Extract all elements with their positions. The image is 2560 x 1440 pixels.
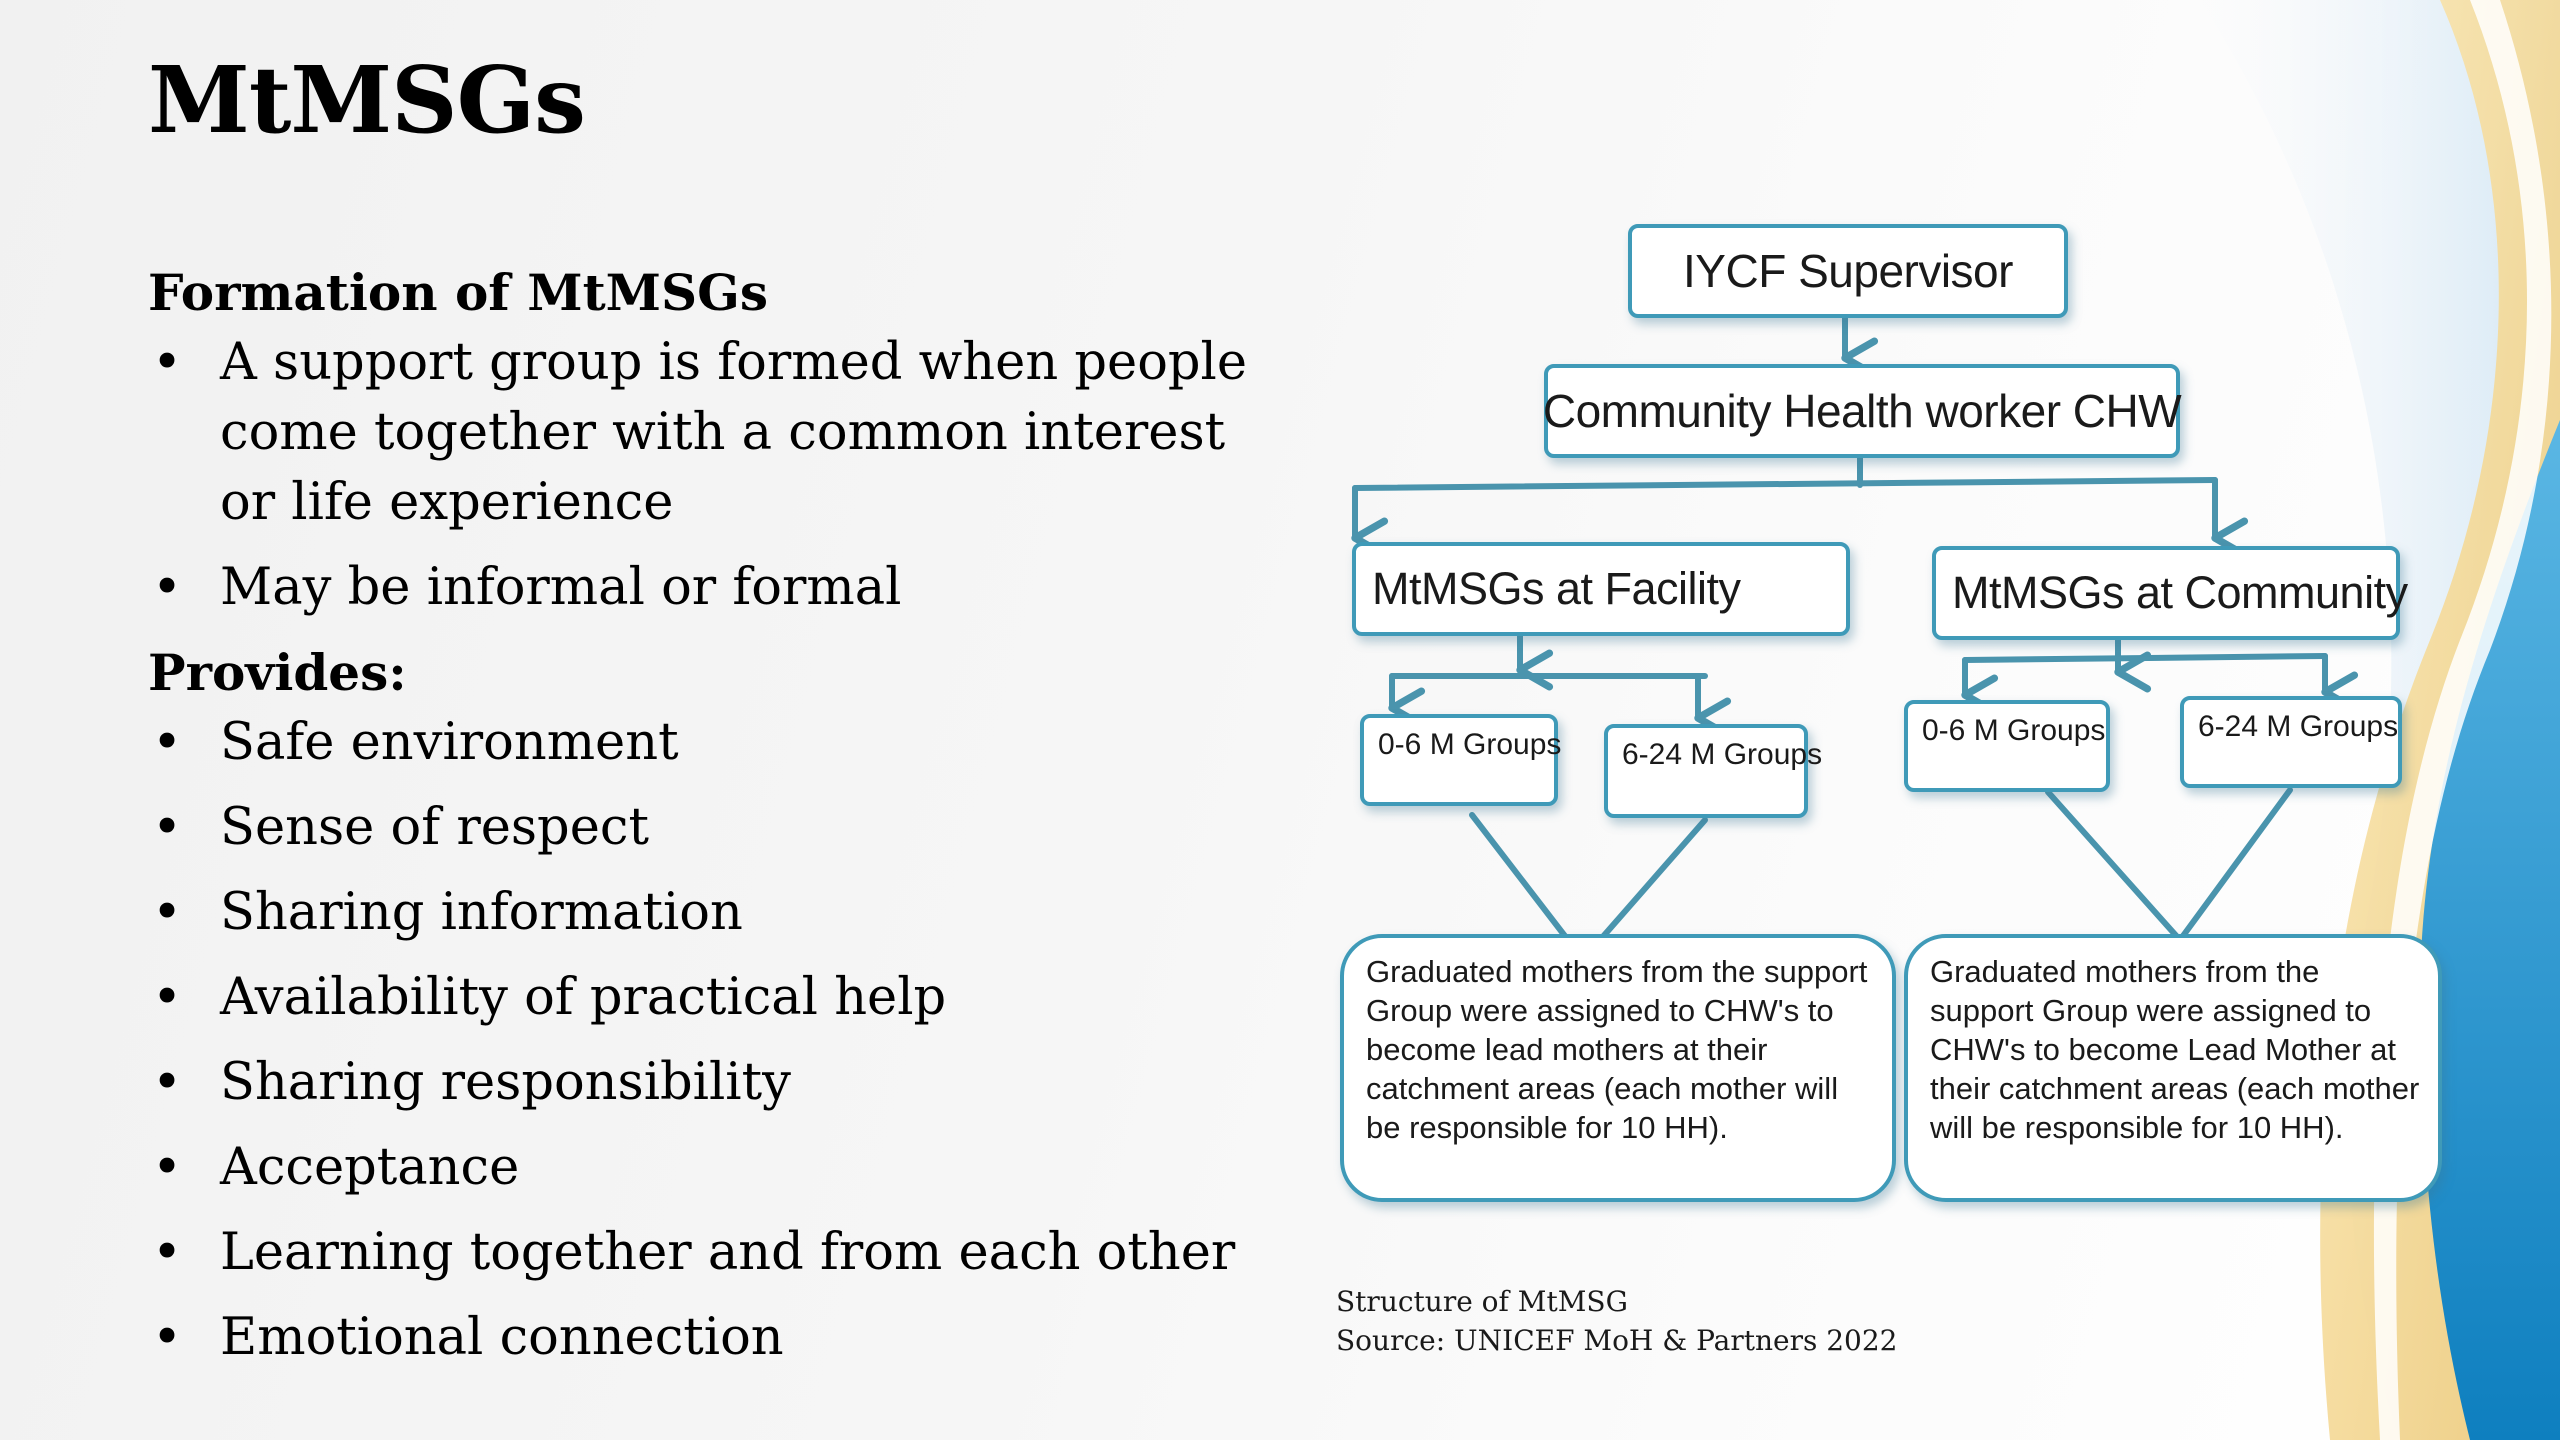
wave-white-streak xyxy=(2373,0,2552,1440)
connector-community-0-6-to-note xyxy=(2045,789,2183,943)
community-label: MtMSGs at Community xyxy=(1952,567,2408,618)
bullet-text: Sharing responsibility xyxy=(220,1053,791,1112)
bullet-item: • Sense of respect xyxy=(148,793,1288,863)
facility-label: MtMSGs at Facility xyxy=(1372,563,1741,614)
facility-0-6-group-box: 0-6 M Groups xyxy=(1360,714,1562,806)
facility-6-24-group-label: 6-24 M Groups xyxy=(1622,738,1823,771)
section-heading-provides: Provides: xyxy=(148,643,407,702)
bullet-dot-icon: • xyxy=(152,558,183,617)
diagram-caption: Structure of MtMSG Source: UNICEF MoH & … xyxy=(1336,1282,1898,1360)
bullet-item: • Safe environment xyxy=(148,708,1288,778)
bullet-text: Sharing information xyxy=(220,883,743,942)
bullet-dot-icon: • xyxy=(152,1053,183,1112)
connector-community-bar xyxy=(1962,653,2328,663)
facility-note-text: Graduated mothers from the support Group… xyxy=(1366,954,1868,1145)
connector-community-6-24-to-note xyxy=(2177,787,2293,943)
bullet-item: • Learning together and from each other xyxy=(148,1218,1288,1288)
bullet-item: • Acceptance xyxy=(148,1133,1288,1203)
bullet-item: • Emotional connection xyxy=(148,1303,1288,1373)
iycf-supervisor-box: IYCF Supervisor xyxy=(1628,224,2068,318)
bullet-dot-icon: • xyxy=(152,333,183,392)
facility-note-box: Graduated mothers from the support Group… xyxy=(1340,934,1896,1202)
chw-box: Community Health worker CHW xyxy=(1542,364,2182,458)
community-6-24-group-label: 6-24 M Groups xyxy=(2198,710,2399,743)
bullet-dot-icon: • xyxy=(152,713,183,772)
bullet-dot-icon: • xyxy=(152,968,183,1027)
provides-bullet-list: • Safe environment • Sense of respect • Sha… xyxy=(148,708,1288,1373)
bullet-text: Safe environment xyxy=(220,713,679,772)
bullet-item: • May be informal or formal xyxy=(148,553,1288,623)
content-column: Formation of MtMSGs • A support group is … xyxy=(148,258,1288,1388)
bullet-item: • Sharing responsibility xyxy=(148,1048,1288,1118)
bullet-item: • A support group is formed when people c… xyxy=(148,328,1288,538)
connector-facility-0-6-to-note xyxy=(1469,812,1571,943)
bullet-text: Emotional connection xyxy=(220,1308,784,1367)
bullet-dot-icon: • xyxy=(152,1308,183,1367)
iycf-supervisor-label: IYCF Supervisor xyxy=(1683,245,2013,297)
bullet-text: A support group is formed when people co… xyxy=(220,333,1248,532)
formation-bullet-list: • A support group is formed when people c… xyxy=(148,328,1288,623)
facility-box: MtMSGs at Facility xyxy=(1352,542,1850,636)
community-6-24-group-box: 6-24 M Groups xyxy=(2180,696,2402,788)
connector-chw-bar xyxy=(1352,477,2218,491)
section-heading-formation: Formation of MtMSGs xyxy=(148,263,768,322)
community-box: MtMSGs at Community xyxy=(1932,546,2408,640)
facility-0-6-group-label: 0-6 M Groups xyxy=(1378,728,1562,761)
community-0-6-group-box: 0-6 M Groups xyxy=(1904,700,2110,792)
facility-6-24-group-box: 6-24 M Groups xyxy=(1604,724,1822,818)
bullet-text: Availability of practical help xyxy=(220,968,947,1027)
bullet-text: Acceptance xyxy=(220,1138,520,1197)
caption-title: Structure of MtMSG xyxy=(1336,1285,1628,1318)
community-note-box: Graduated mothers from the support Group… xyxy=(1904,934,2442,1202)
bullet-item: • Sharing information xyxy=(148,878,1288,948)
slide-title: MtMSGs xyxy=(148,46,586,154)
bullet-dot-icon: • xyxy=(152,1223,183,1282)
bullet-text: Sense of respect xyxy=(220,798,649,857)
bullet-text: May be informal or formal xyxy=(220,558,902,617)
bullet-dot-icon: • xyxy=(152,1138,183,1197)
chw-label: Community Health worker CHW xyxy=(1542,385,2182,437)
community-0-6-group-label: 0-6 M Groups xyxy=(1922,714,2106,747)
bullet-text: Learning together and from each other xyxy=(220,1223,1236,1282)
connector-facility-6-24-to-note xyxy=(1597,817,1708,943)
community-note-text: Graduated mothers from the support Group… xyxy=(1930,954,2420,1145)
bullet-dot-icon: • xyxy=(152,798,183,857)
caption-source: Source: UNICEF MoH & Partners 2022 xyxy=(1336,1324,1898,1357)
wave-blue xyxy=(2420,420,2560,1440)
bullet-item: • Availability of practical help xyxy=(148,963,1288,1033)
bullet-dot-icon: • xyxy=(152,883,183,942)
